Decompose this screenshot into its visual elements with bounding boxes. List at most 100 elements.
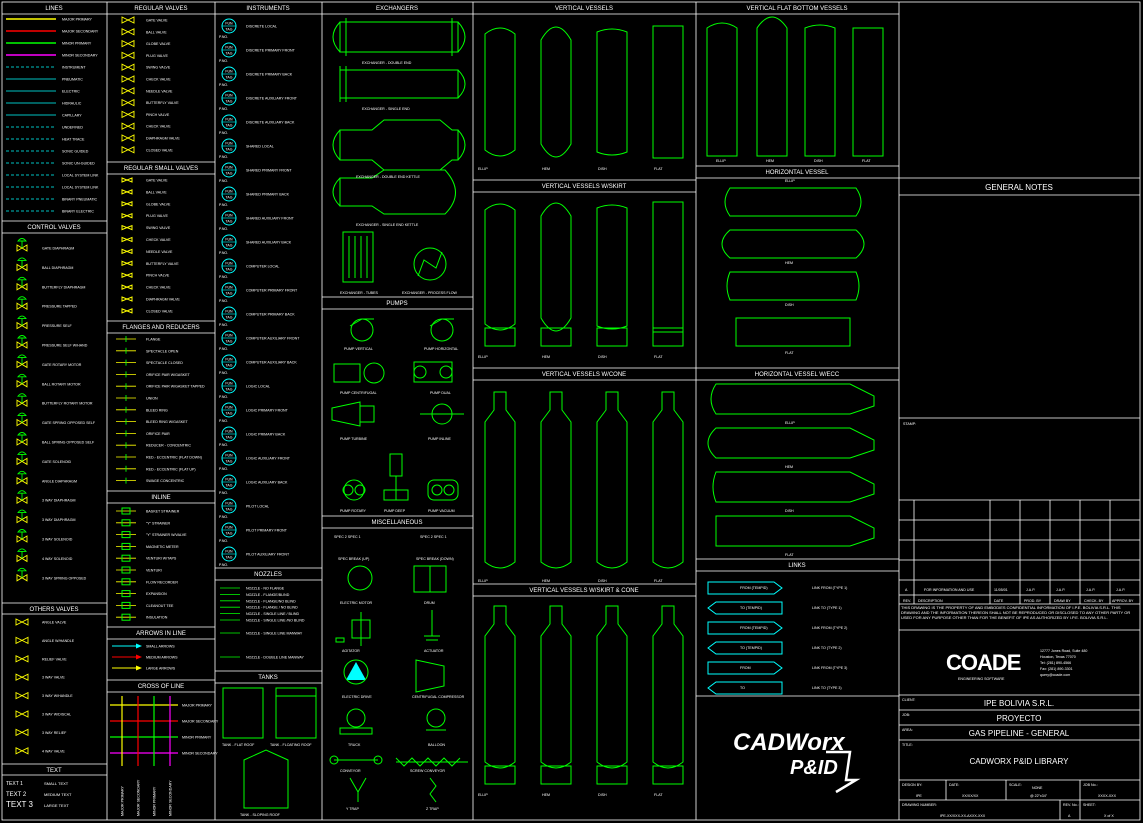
line-label: HEAT TRACE [62, 138, 85, 142]
rev-cell: A [905, 588, 908, 592]
instrument-label: COMPUTER PRIMARY FRONT [246, 289, 298, 293]
arrow-head [136, 665, 142, 671]
instrument-pno: P.NO. [219, 131, 228, 135]
inline-mark [121, 554, 131, 562]
instrument-label: LOGIC AUXILIARY FRONT [246, 457, 291, 461]
other-valve-label: 4 WAY VALVE [42, 749, 65, 753]
text-sample: TEXT 2 [6, 792, 27, 798]
misc-symbols [329, 565, 468, 803]
small-valve-label: PINCH VALVE [146, 274, 170, 278]
instrument-tag: TAG [226, 292, 233, 296]
horizontal-vessel [721, 229, 865, 259]
section-text-title: TEXT [46, 768, 62, 774]
instrument-tag: TAG [226, 556, 233, 560]
link-arrow-text: FROM [740, 666, 751, 670]
control-valve-symbol [16, 470, 28, 485]
pump-label: PUMP ROTARY [340, 509, 367, 513]
regular-valve-symbol [121, 40, 135, 48]
regular-valve-label: CLOSED VALVE [146, 148, 173, 152]
instrument-fun: FUN [225, 454, 233, 458]
line-label: MINOR SECONDARY [62, 54, 98, 58]
small-valve-label: NEEDLE VALVE [146, 250, 173, 254]
instrument-pno: P.NO. [219, 371, 228, 375]
small-valve-label: BALL VALVE [146, 190, 167, 194]
instrument-label: DISCRETE AUXILIARY BACK [246, 121, 295, 125]
instrument-label: SHARED PRIMARY FRONT [246, 169, 292, 173]
control-valve-symbol [16, 451, 28, 465]
instrument-fun: FUN [225, 430, 233, 434]
inline-mark [121, 519, 131, 527]
other-valve-symbol [15, 673, 29, 681]
instrument-fun: FUN [225, 310, 233, 314]
instrument-fun: FUN [225, 70, 233, 74]
line-label: UNDEFINED [62, 126, 83, 130]
control-valve-label: GATE ROTARY MOTOR [42, 363, 82, 367]
rev-header: APPROV. BY [1112, 599, 1134, 603]
small-valve-symbol [121, 236, 133, 243]
regular-valve-label: PLUG VALVE [146, 54, 168, 58]
instrument-label: LOGIC PRIMARY FRONT [246, 409, 289, 413]
flange-label: SPECTACLE CLOSED [146, 361, 183, 365]
nozzle-label: NOZZLE - FLANGE/NO BLIND [246, 599, 296, 603]
vessel-label: DISH [598, 793, 607, 797]
job-no-value: XXXX-XXX [1098, 794, 1117, 798]
link-desc: LINK FROM (TYPE 1) [812, 586, 847, 590]
ecc-vessel [710, 383, 875, 415]
control-valve-label: GATE DIAPHRAGM [42, 247, 74, 251]
exchanger-symbols [332, 18, 466, 283]
flange-label: SPECTACLE OPEN [146, 349, 179, 353]
instrument-fun: FUN [225, 238, 233, 242]
vertical-vessel-symbol [596, 204, 628, 330]
instrument-fun: FUN [225, 166, 233, 170]
inline-label: CLEANOUT TEE [146, 604, 174, 608]
text-sample-label: SMALL TEXT [44, 781, 69, 786]
link-desc: LINK TO (TYPE 2) [812, 646, 842, 650]
link-arrow [707, 661, 783, 675]
pump-label: PUMP TURBINE [340, 437, 368, 441]
small-valve-label: PLUG VALVE [146, 214, 168, 218]
rev-header: CHECK. BY [1084, 599, 1104, 603]
section-vv-skirt-cone-title: VERTICAL VESSELS W/SKIRT & CONE [529, 588, 638, 594]
misc-label: DRUM [424, 601, 435, 605]
title-block: STAMP: REV. DESCRIPTION DATE PROD. BY DR… [901, 422, 1134, 818]
instrument-tag: TAG [226, 100, 233, 104]
vessel-label: DISH [814, 159, 823, 163]
cadworx-logo: CADWorx P&ID [733, 729, 861, 794]
misc-label: SCREW CONVEYOR [410, 769, 445, 773]
pump-label: PUMP INLINE [428, 437, 452, 441]
instrument-tag: TAG [226, 532, 233, 536]
nozzle-label: NOZZLE - FLANGE / NO BLIND [246, 606, 298, 610]
date-value: XX/XX/XX [962, 794, 979, 798]
small-valve-symbol [121, 212, 133, 219]
vessel-skirt [484, 327, 516, 347]
inline-mark [121, 590, 131, 598]
vessel-label: FLAT [862, 159, 871, 163]
instrument-pno: P.NO. [219, 419, 228, 423]
line-label: SONIC GUIDED [62, 150, 89, 154]
control-valve-symbol [16, 276, 28, 291]
section-links-title: LINKS [788, 563, 805, 569]
sheet-label: SHEET: [1083, 803, 1096, 807]
rev-header: REV. [903, 599, 911, 603]
link-desc: LINK FROM (TYPE 3) [812, 666, 847, 670]
instrument-fun: FUN [225, 214, 233, 218]
section-vertical-vessels-title: VERTICAL VESSELS [555, 6, 613, 12]
link-desc: LINK FROM (TYPE 2) [812, 626, 847, 630]
logo-line2: P&ID [790, 757, 838, 779]
nozzle-label: NOZZLE - NO FLANGE [246, 587, 285, 591]
flange-label: UNION [146, 397, 158, 401]
control-valve-symbol [16, 393, 28, 407]
link-arrow [707, 681, 783, 695]
vessel-label: ELLIP [478, 579, 488, 583]
cross-right-label: MINOR SECONDARY [182, 752, 218, 756]
nozzle-label: NOZZLE - SINGLE LINE / BLIND [246, 612, 300, 616]
vessel-label: HEM [785, 261, 793, 265]
address-line: Fax: (281) 890-3301 [1040, 667, 1073, 671]
other-valve-label: ANGLE W/HANDLE [42, 639, 75, 643]
instrument-pno: P.NO. [219, 275, 228, 279]
control-valve-label: 3 WAY SOLENOID [42, 538, 73, 542]
control-valve-label: 4 WAY SOLENOID [42, 557, 73, 561]
pump-label: PUMP CENTRIFUGAL [340, 391, 377, 395]
small-valve-symbol [121, 272, 133, 278]
line-label: INSTRUMENT [62, 66, 86, 70]
